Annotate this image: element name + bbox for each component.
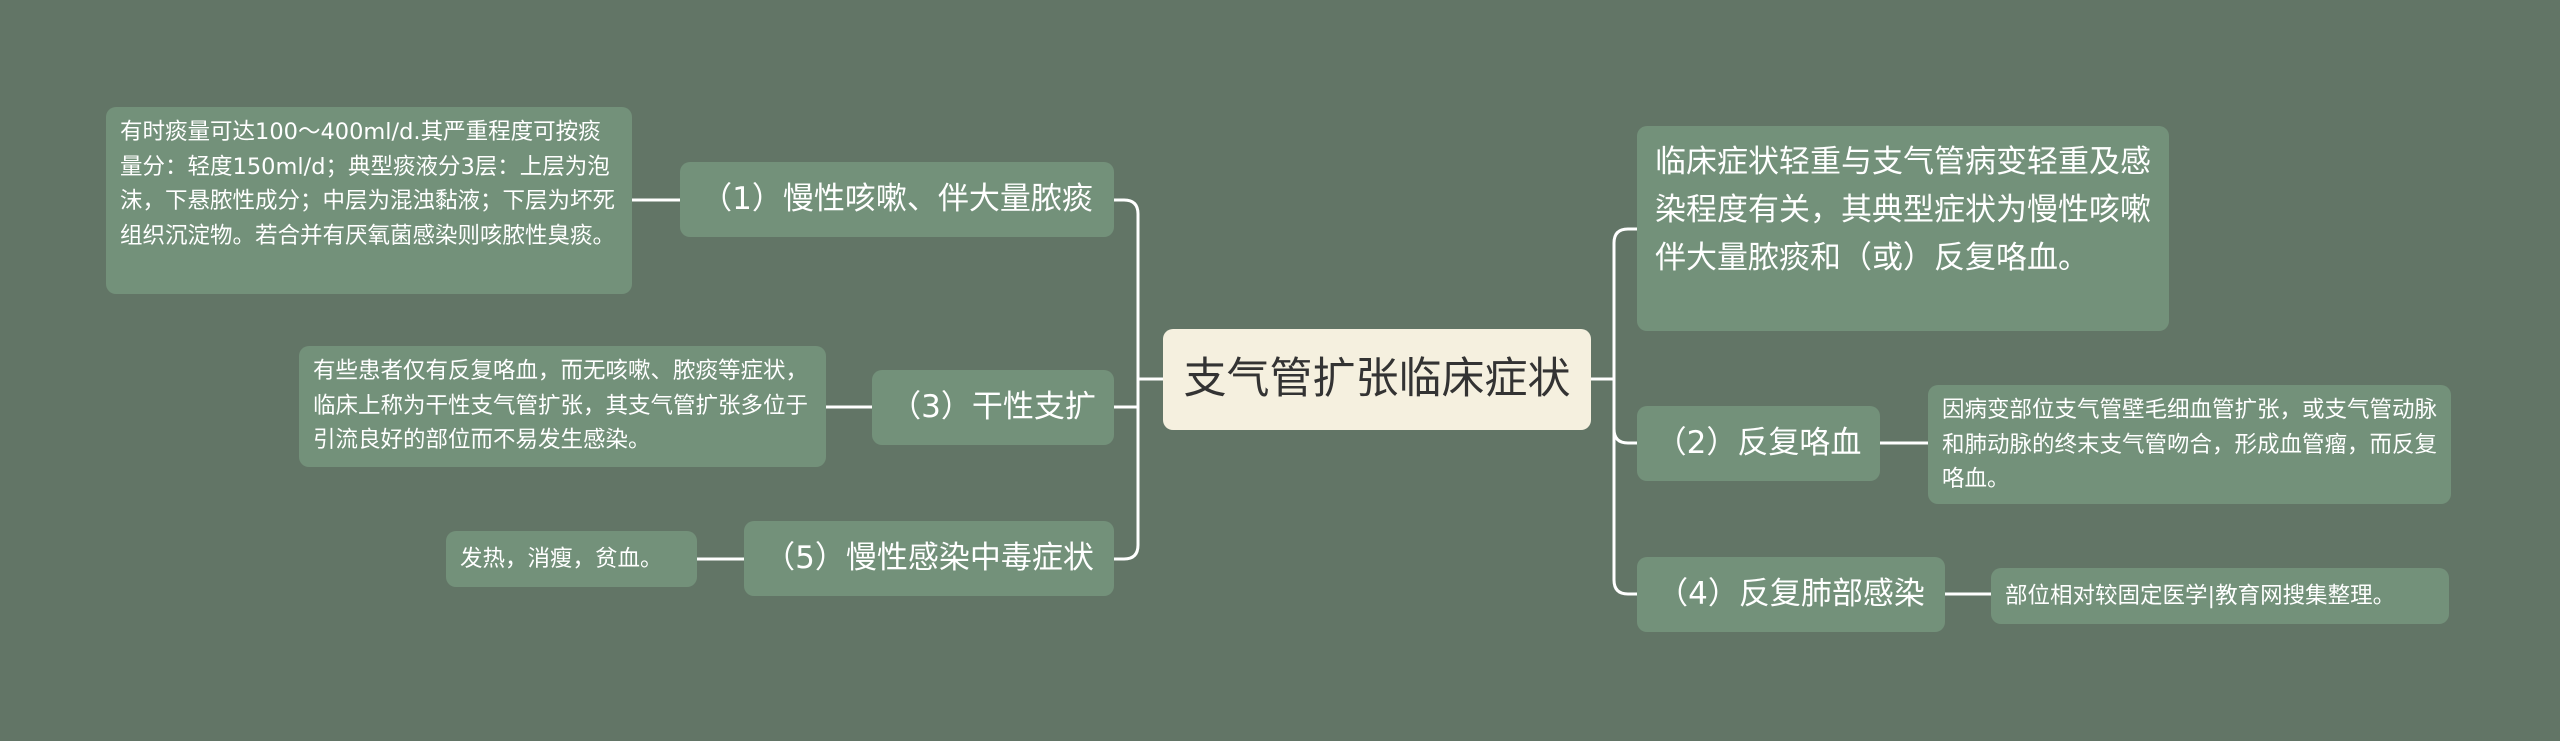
detail-node-2[interactable]: 因病变部位支气管壁毛细血管扩张，或支气管动脉和肺动脉的终末支气管吻合，形成血管瘤… (1928, 385, 2451, 504)
branch-node-5[interactable]: （5）慢性感染中毒症状 (744, 521, 1114, 596)
center-topic[interactable]: 支气管扩张临床症状 (1163, 329, 1591, 430)
connector-right-branch-3 (1612, 377, 1639, 596)
detail-node-1[interactable]: 有时痰量可达100～400ml/d.其严重程度可按痰量分：轻度150ml/d；典… (106, 107, 632, 294)
connector-right-branch-1 (1612, 227, 1639, 381)
summary-node[interactable]: 临床症状轻重与支气管病变轻重及感染程度有关，其典型症状为慢性咳嗽伴大量脓痰和（或… (1637, 126, 2169, 331)
branch-node-1[interactable]: （1）慢性咳嗽、伴大量脓痰 (680, 162, 1114, 237)
detail-node-4[interactable]: 部位相对较固定医学|教育网搜集整理。 (1991, 568, 2449, 624)
branch-node-4[interactable]: （4）反复肺部感染 (1637, 557, 1945, 632)
detail-node-5[interactable]: 发热，消瘦，贫血。 (446, 531, 697, 587)
detail-node-3[interactable]: 有些患者仅有反复咯血，而无咳嗽、脓痰等症状，临床上称为干性支气管扩张，其支气管扩… (299, 346, 826, 467)
connector-left-branch-3 (1112, 377, 1140, 561)
connector-left-branch-2 (1112, 377, 1140, 409)
branch-node-3[interactable]: （3）干性支扩 (872, 370, 1114, 445)
branch-node-2[interactable]: （2）反复咯血 (1637, 406, 1880, 481)
connector-left-branch-1 (1112, 198, 1140, 381)
connector-right-branch-2 (1612, 377, 1639, 445)
